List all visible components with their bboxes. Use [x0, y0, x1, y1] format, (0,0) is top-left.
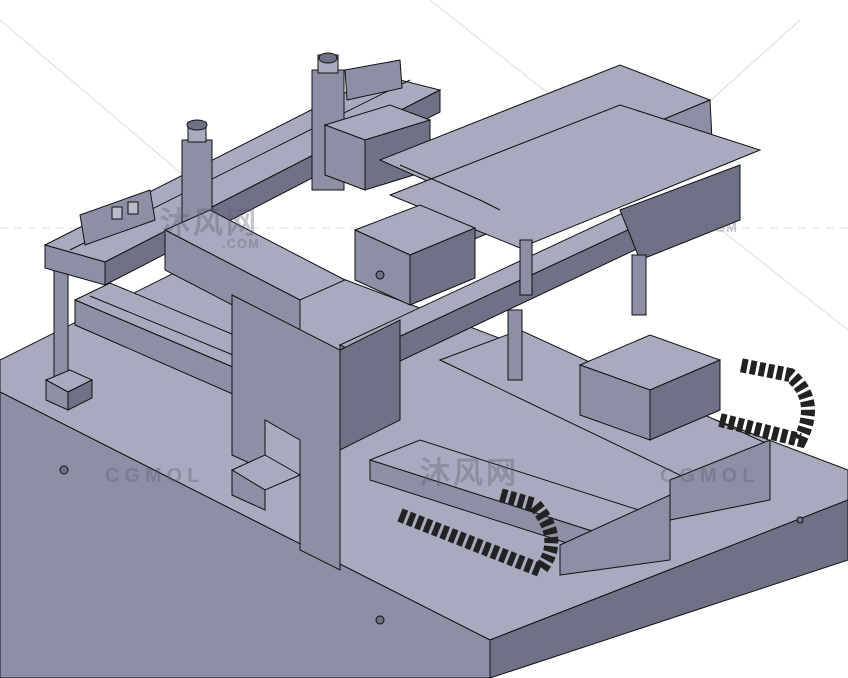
support-column — [44, 264, 94, 411]
right-carriage-housing — [378, 64, 762, 249]
pick-heads — [507, 239, 647, 381]
cable-chain-front — [397, 488, 559, 579]
front-motor-box — [353, 204, 477, 306]
lower-linear-axis — [368, 439, 672, 576]
z-axis-module-left — [181, 119, 213, 226]
front-gantry-beam — [338, 164, 741, 381]
left-upright-frame — [163, 209, 401, 571]
fixture-station — [578, 334, 722, 441]
sensor-blocks — [79, 59, 403, 246]
cable-chain-right — [718, 358, 815, 449]
